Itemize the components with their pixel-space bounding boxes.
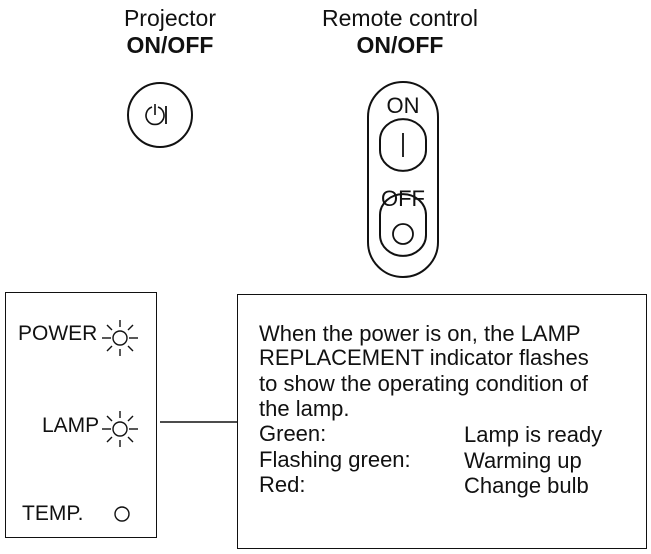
remote-caption: Remote control ON/OFF <box>300 5 500 59</box>
projector-label: Projector <box>123 5 217 31</box>
power-indicator-light <box>102 320 138 356</box>
info-line: the lamp. <box>259 396 350 421</box>
temp-indicator-light <box>114 506 130 522</box>
lit-indicator-icon <box>102 411 138 447</box>
remote-button-pad <box>367 81 439 278</box>
info-line: REPLACEMENT indicator flashes <box>259 345 589 370</box>
projector-onoff-label: ON/OFF <box>126 32 214 58</box>
status-state: Green: <box>259 421 327 446</box>
status-meaning: Change bulb <box>464 473 589 498</box>
status-state: Flashing green: <box>259 447 411 472</box>
power-toggle-icon <box>145 104 167 126</box>
status-state: Red: <box>259 472 306 497</box>
info-line: to show the operating condition of <box>259 371 589 396</box>
lamp-info-box: When the power is on, the LAMP REPLACEME… <box>237 294 647 549</box>
temp-indicator-label: TEMP. <box>22 502 84 525</box>
circle-icon <box>392 223 414 245</box>
remote-off-button[interactable] <box>379 193 427 257</box>
remote-on-label: ON <box>386 93 420 118</box>
callout-connector <box>160 421 238 423</box>
unlit-indicator-icon <box>114 506 130 522</box>
projector-power-button[interactable] <box>125 80 195 150</box>
indicator-panel <box>5 292 157 538</box>
remote-off-label: OFF <box>381 186 425 211</box>
lamp-indicator-label: LAMP <box>42 414 100 437</box>
remote-onoff-label: ON/OFF <box>356 32 444 58</box>
projector-caption: Projector ON/OFF <box>95 5 245 59</box>
lamp-indicator-light <box>102 411 138 447</box>
lit-indicator-icon <box>102 320 138 356</box>
power-indicator-label: POWER <box>18 322 98 345</box>
status-meaning: Lamp is ready <box>464 422 603 447</box>
remote-label: Remote control <box>322 5 478 31</box>
info-line: When the power is on, the LAMP <box>259 321 581 346</box>
remote-on-button[interactable] <box>379 118 427 172</box>
status-meaning: Warming up <box>464 448 582 473</box>
